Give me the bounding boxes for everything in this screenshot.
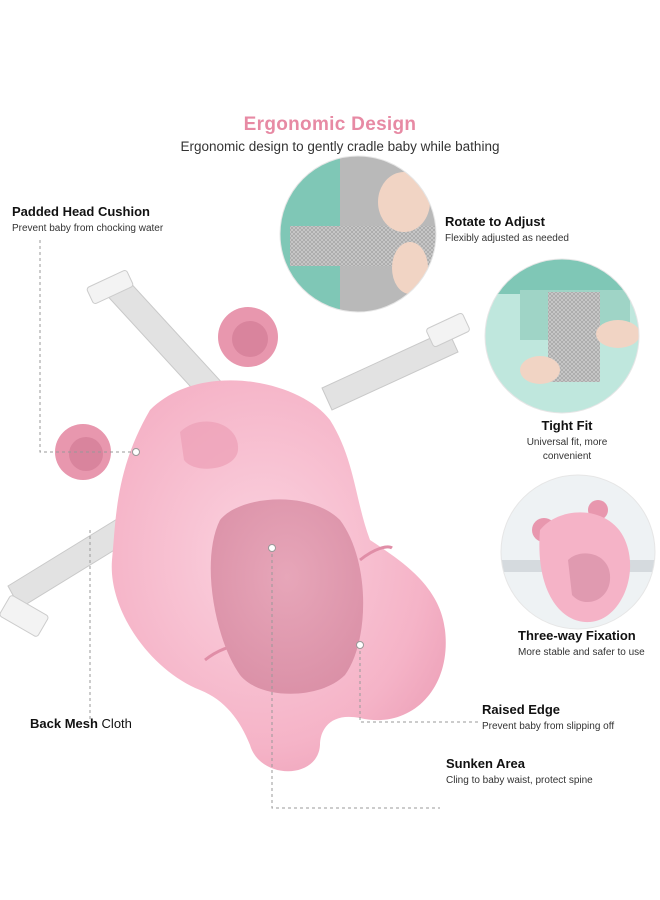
feature-desc: Prevent baby from chocking water — [12, 223, 164, 234]
feature-desc: Flexibly adjusted as needed — [445, 233, 569, 244]
feature-title: Padded Head Cushion — [12, 204, 150, 219]
strap-top-left — [86, 270, 237, 411]
feature-suffix: Cloth — [101, 716, 132, 731]
leader-lines — [39, 240, 480, 809]
detail-photo-rotate — [280, 156, 436, 312]
feature-desc: Prevent baby from slipping off — [482, 721, 615, 732]
feature-title: Back Mesh — [30, 716, 98, 731]
feature-desc: Universal fit, more convenient — [526, 437, 608, 462]
page-title: Ergonomic Design — [243, 114, 417, 135]
feature-desc: Cling to baby waist, protect spine — [446, 775, 593, 786]
feature-tight-fit: Tight Fit Universal fit, more convenient — [512, 418, 622, 464]
feature-back-mesh: Back Mesh Cloth — [30, 716, 132, 731]
detail-photo-tight-fit — [485, 259, 639, 413]
feature-desc: More stable and safer to use — [518, 647, 645, 658]
feature-sunken-area: Sunken Area Cling to baby waist, protect… — [446, 756, 593, 788]
feature-three-way: Three-way Fixation More stable and safer… — [518, 628, 645, 660]
sunken-mesh-area — [210, 499, 364, 694]
feature-title: Tight Fit — [541, 418, 593, 433]
feature-padded-head: Padded Head Cushion Prevent baby from ch… — [12, 204, 163, 236]
feature-title: Rotate to Adjust — [445, 214, 545, 229]
page-subtitle: Ergonomic design to gently cradle baby w… — [180, 139, 500, 154]
feature-title: Three-way Fixation — [518, 628, 636, 643]
leader-dots — [132, 448, 364, 649]
feature-title: Raised Edge — [482, 702, 561, 717]
strap-top-right — [321, 312, 470, 411]
feature-raised-edge: Raised Edge Prevent baby from slipping o… — [482, 702, 614, 734]
feature-rotate: Rotate to Adjust Flexibly adjusted as ne… — [445, 214, 569, 246]
detail-photo-three-way — [501, 475, 655, 629]
feature-title: Sunken Area — [446, 756, 525, 771]
